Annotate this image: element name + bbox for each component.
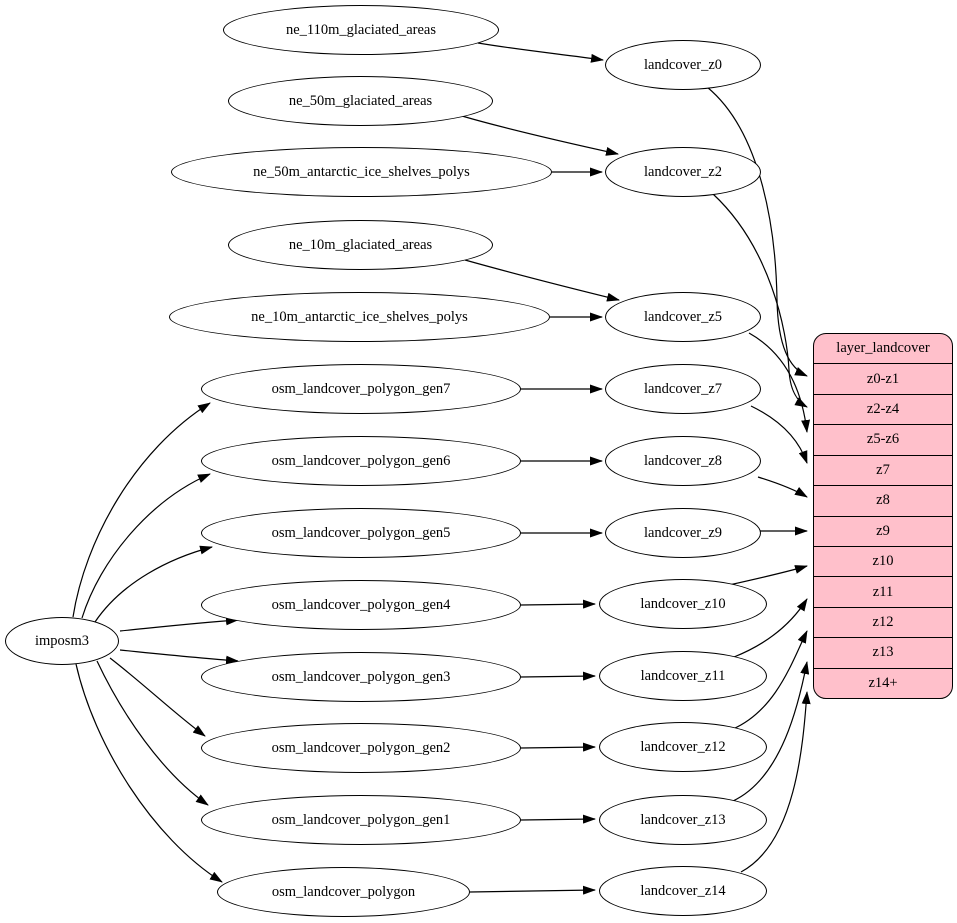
node-landcover-z14: landcover_z14 [599,866,767,916]
node-label: landcover_z0 [643,56,723,73]
node-imposm3: imposm3 [5,617,119,665]
node-landcover-z12: landcover_z12 [599,722,767,772]
layer-row-z5-z6: z5-z6 [814,424,952,454]
layer-row-z11: z11 [814,576,952,606]
node-osm-landcover-polygon-gen1: osm_landcover_polygon_gen1 [201,795,521,845]
node-osm-landcover-polygon-gen6: osm_landcover_polygon_gen6 [201,436,521,486]
node-label: osm_landcover_polygon_gen7 [271,380,451,397]
edge-landcover-z5-to-row-z5-z6 [748,332,811,433]
node-layer-landcover: layer_landcover z0-z1 z2-z4 z5-z6 z7 z8 … [813,333,953,699]
node-osm-landcover-polygon-gen5: osm_landcover_polygon_gen5 [201,508,521,558]
node-landcover-z13: landcover_z13 [599,795,767,845]
node-landcover-z5: landcover_z5 [605,292,761,342]
node-label: landcover_z10 [640,595,726,612]
node-landcover-z2: landcover_z2 [605,147,761,197]
node-label: landcover_z8 [643,452,723,469]
node-osm-landcover-polygon-gen2: osm_landcover_polygon_gen2 [201,723,521,773]
layer-row-z7: z7 [814,454,952,485]
node-label: landcover_z13 [640,811,726,828]
edge-landcover-z7-to-row-z7 [750,405,808,464]
edge-imposm3-to-gen2 [109,657,206,737]
edge-osm-landcover-polygon-gen3-to-landcover-z11 [520,671,596,681]
node-label: landcover_z9 [643,524,723,541]
edge-imposm3-to-osm-landcover-polygon [75,663,223,883]
edge-imposm3-to-gen1 [96,660,209,806]
node-landcover-z9: landcover_z9 [605,508,761,558]
layer-row-z8: z8 [814,485,952,515]
edge-landcover-z10-to-row-z10 [728,565,808,586]
node-landcover-z10: landcover_z10 [599,579,767,629]
node-label: ne_10m_glaciated_areas [288,236,433,253]
edge-ne-50m-glaciated-areas-to-landcover-z2 [461,115,619,156]
node-label: osm_landcover_polygon [271,883,416,900]
node-ne-50m-glaciated-areas: ne_50m_glaciated_areas [228,76,493,126]
node-osm-landcover-polygon: osm_landcover_polygon [217,867,470,917]
layer-landcover-title: layer_landcover [836,340,930,357]
node-ne-10m-glaciated-areas: ne_10m_glaciated_areas [228,220,493,270]
node-label: landcover_z12 [640,738,726,755]
node-osm-landcover-polygon-gen7: osm_landcover_polygon_gen7 [201,364,521,414]
node-landcover-z7: landcover_z7 [605,364,761,414]
node-label: osm_landcover_polygon_gen4 [271,596,451,613]
edge-osm-landcover-polygon-gen1-to-landcover-z13 [520,814,596,824]
edge-landcover-z8-to-row-z8 [757,476,808,498]
node-label: landcover_z14 [640,882,726,899]
node-ne-10m-antarctic-ice-shelves-polys: ne_10m_antarctic_ice_shelves_polys [169,292,550,342]
edge-landcover-z2-to-row-z2-z4 [712,193,808,408]
node-osm-landcover-polygon-gen4: osm_landcover_polygon_gen4 [201,580,521,630]
node-label: osm_landcover_polygon_gen1 [271,811,451,828]
node-ne-50m-antarctic-ice-shelves-polys: ne_50m_antarctic_ice_shelves_polys [171,147,552,197]
edge-landcover-z14-to-row-z14plus [740,691,811,873]
edge-imposm3-to-gen5 [94,545,213,623]
node-label: osm_landcover_polygon_gen3 [271,668,451,685]
node-label: ne_50m_glaciated_areas [288,92,433,109]
edge-ne-10m-glaciated-areas-to-landcover-z5 [464,259,620,302]
node-osm-landcover-polygon-gen3: osm_landcover_polygon_gen3 [201,652,521,702]
node-label: imposm3 [35,632,89,649]
edge-ne-110m-glaciated-areas-to-landcover-z0 [477,42,604,63]
edge-landcover-z12-to-row-z12 [732,630,808,730]
node-label: landcover_z2 [643,163,723,180]
node-label: osm_landcover_polygon_gen2 [271,739,451,756]
edge-imposm3-to-gen3 [119,649,239,665]
layer-row-z9: z9 [814,515,952,546]
layer-row-z0-z1: z0-z1 [814,363,952,393]
layer-row-z12: z12 [814,606,952,637]
node-label: osm_landcover_polygon_gen5 [271,524,451,541]
layer-row-z13: z13 [814,637,952,667]
edge-landcover-z11-to-row-z11 [733,598,808,658]
edge-landcover-z13-to-row-z13 [732,661,810,802]
node-label: osm_landcover_polygon_gen6 [271,452,451,469]
edge-landcover-z0-to-row-z0-z1 [706,86,808,377]
node-label: ne_10m_antarctic_ice_shelves_polys [251,308,468,325]
edge-osm-landcover-polygon-to-landcover-z14 [469,885,596,895]
node-landcover-z0: landcover_z0 [605,40,761,90]
edge-osm-landcover-polygon-gen2-to-landcover-z12 [520,742,596,752]
edge-osm-landcover-polygon-gen4-to-landcover-z10 [520,599,596,609]
node-label: landcover_z5 [643,308,723,325]
edge-imposm3-to-gen4 [119,616,239,632]
layer-row-z14plus: z14+ [814,667,952,698]
node-label: ne_110m_glaciated_areas [285,21,437,38]
node-landcover-z11: landcover_z11 [599,651,767,701]
edge-imposm3-to-gen7 [72,402,211,618]
layer-row-z10: z10 [814,545,952,576]
node-landcover-z8: landcover_z8 [605,436,761,486]
node-label: ne_50m_antarctic_ice_shelves_polys [253,163,470,180]
edge-imposm3-to-gen6 [81,473,211,619]
node-label: landcover_z7 [643,380,723,397]
node-label: landcover_z11 [640,667,726,684]
node-ne-110m-glaciated-areas: ne_110m_glaciated_areas [223,5,499,55]
layer-row-z2-z4: z2-z4 [814,393,952,424]
